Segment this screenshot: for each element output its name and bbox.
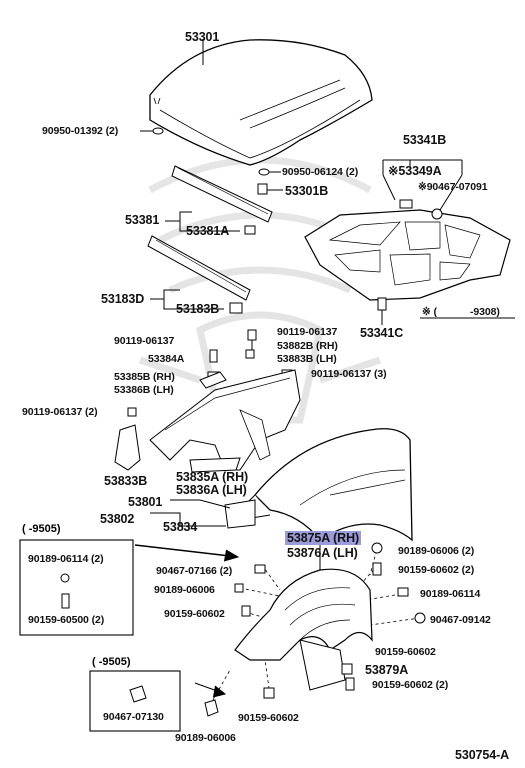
label-clip-right2: 90467-09142 bbox=[430, 614, 491, 626]
box1-lower-label: 90159-60500 (2) bbox=[28, 614, 105, 626]
label-seal-upper: 53381 bbox=[125, 213, 160, 227]
drawing-number: 530754-A bbox=[455, 748, 510, 762]
label-bolt-2: 90119-06137 (2) bbox=[22, 406, 98, 418]
label-insulator-note-code: -9308) bbox=[470, 306, 500, 318]
label-clip-left: 90467-07166 (2) bbox=[156, 565, 233, 577]
label-hood-bumper: 53301B bbox=[285, 184, 329, 198]
label-fender: 53801 bbox=[128, 495, 163, 509]
label-bolt-b: 90119-06137 bbox=[277, 326, 338, 338]
label-screw-bottom: 90189-06006 bbox=[175, 732, 236, 744]
front-fender bbox=[254, 428, 413, 542]
label-stay-lh: 53386B (LH) bbox=[114, 384, 174, 396]
hood-insulator bbox=[304, 209, 511, 301]
label-protector-lh: 53836A (LH) bbox=[176, 483, 247, 497]
fender-apron bbox=[149, 369, 301, 471]
label-bolt-a: 90119-06137 bbox=[114, 335, 175, 347]
label-hood-plug: 90950-06124 (2) bbox=[282, 166, 359, 178]
label-insulator-clip: ※90467-07091 bbox=[418, 181, 488, 193]
hood-panel bbox=[149, 39, 373, 166]
box1-upper-label: 90189-06114 (2) bbox=[28, 553, 104, 565]
label-clip-right: 90189-06114 bbox=[420, 588, 481, 600]
variant-box-2 bbox=[89, 670, 181, 732]
label-seal-lower: 53183D bbox=[101, 292, 145, 306]
label-screw-left: 90189-06006 bbox=[154, 584, 215, 596]
variant-box-1 bbox=[19, 539, 134, 636]
label-fender-bracket: 53802 bbox=[100, 512, 135, 526]
label-bolt-bottom-right: 90159-60602 bbox=[375, 646, 436, 658]
label-insulator-retainer: 53341C bbox=[360, 326, 404, 340]
label-hood-cushion: 90950-01392 (2) bbox=[42, 125, 119, 137]
label-liner-rh-highlighted[interactable]: 53875A (RH) bbox=[285, 531, 362, 545]
label-bolt-3: 90119-06137 (3) bbox=[311, 368, 387, 380]
label-seal-lower-clip: 53183B bbox=[176, 302, 220, 316]
label-brace: 53833B bbox=[104, 474, 148, 488]
label-shield: 53879A bbox=[365, 663, 409, 677]
label-bolt-left: 90159-60602 bbox=[164, 608, 225, 620]
label-screw-top: 90189-06006 (2) bbox=[398, 545, 475, 557]
hood-seal-lower bbox=[147, 235, 251, 301]
label-fender-seal: 53834 bbox=[163, 520, 198, 534]
label-insulator-note-open: ※ ( bbox=[422, 306, 437, 318]
label-stay-rh: 53385B (RH) bbox=[114, 371, 175, 383]
watermark-emblem bbox=[138, 156, 382, 424]
label-hood: 53301 bbox=[185, 30, 220, 44]
label-bolt-bottom: 90159-60602 bbox=[238, 712, 299, 724]
label-bracket-lh: 53883B (LH) bbox=[277, 353, 337, 365]
label-clip-53384a: 53384A bbox=[148, 353, 185, 365]
box2-title: ( -9505) bbox=[92, 656, 131, 668]
box2-part-label: 90467-07130 bbox=[103, 711, 164, 723]
label-bolt-shield: 90159-60602 (2) bbox=[372, 679, 449, 691]
box1-title: ( -9505) bbox=[22, 523, 61, 535]
label-insulator-pad: ※53349A bbox=[388, 164, 442, 178]
label-insulator-set: 53341B bbox=[403, 133, 447, 147]
label-liner-lh: 53876A (LH) bbox=[287, 546, 358, 560]
label-bracket-rh: 53882B (RH) bbox=[277, 340, 338, 352]
fender-liner bbox=[234, 568, 373, 661]
label-seal-upper-clip: 53381A bbox=[186, 224, 230, 238]
label-protector-rh: 53835A (RH) bbox=[176, 470, 249, 484]
label-screw-liner: 90159-60602 (2) bbox=[398, 564, 475, 576]
hood-seal-upper bbox=[171, 165, 273, 223]
